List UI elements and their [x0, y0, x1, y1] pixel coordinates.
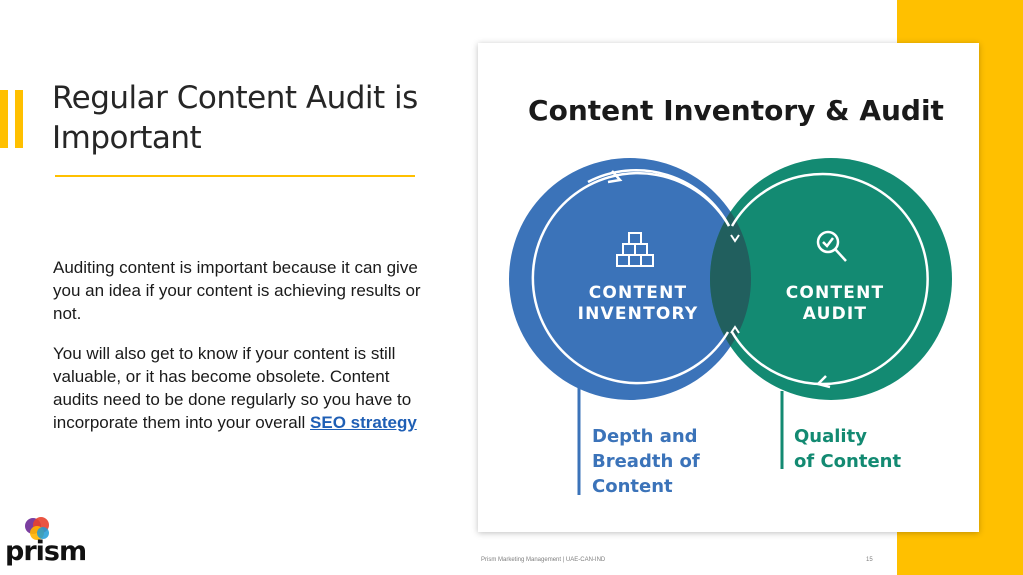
page-number: 15 [866, 557, 873, 563]
paragraph-2-text: You will also get to know if your conten… [53, 344, 412, 432]
figure-heading: Content Inventory & Audit [528, 94, 944, 127]
prism-logo: prism [5, 514, 87, 572]
paragraph-1: Auditing content is important because it… [53, 258, 421, 323]
prism-wordmark: prism [5, 536, 87, 567]
audit-label-line2: AUDIT [803, 304, 867, 324]
audit-caption-line1: Quality [794, 426, 867, 447]
inventory-label-line1: CONTENT [589, 283, 688, 303]
prism-logo-mark-icon [25, 517, 49, 540]
venn-diagram: Content Inventory & Audit CONTENT INVENT… [509, 94, 952, 497]
inventory-caption-line1: Depth and [592, 426, 698, 447]
audit-caption-line2: of Content [794, 451, 901, 472]
inventory-cycle-arc [531, 171, 731, 385]
overlap-chevron-down-icon [730, 234, 740, 243]
blocks-icon [616, 232, 654, 267]
paragraph-2: You will also get to know if your conten… [53, 342, 428, 434]
inventory-arrow-icon [607, 170, 623, 184]
body-text: Auditing content is important because it… [53, 256, 428, 451]
seo-strategy-link[interactable]: SEO strategy [310, 413, 417, 432]
inventory-caption-line2: Breadth of [592, 451, 700, 472]
inventory-label-line2: INVENTORY [578, 304, 699, 324]
inventory-circle [509, 158, 751, 400]
slide-title: Regular Content Audit is Important [52, 80, 418, 156]
title-accent-marks [0, 90, 30, 148]
audit-cycle-arc [730, 172, 929, 386]
overlap-chevron-up-icon [730, 325, 740, 334]
audit-circle [710, 158, 952, 400]
inventory-cycle-arc-top [587, 169, 731, 227]
audit-arrow-icon [815, 375, 831, 389]
venn-figure-card: Content Inventory & Audit CONTENT INVENT… [478, 43, 979, 532]
footer-company: Prism Marketing Management | UAE-CAN-IND [481, 557, 606, 563]
title-underline [55, 175, 415, 177]
inventory-caption-line3: Content [592, 476, 673, 497]
audit-label-line1: CONTENT [786, 283, 885, 303]
magnifier-check-icon [816, 230, 847, 262]
